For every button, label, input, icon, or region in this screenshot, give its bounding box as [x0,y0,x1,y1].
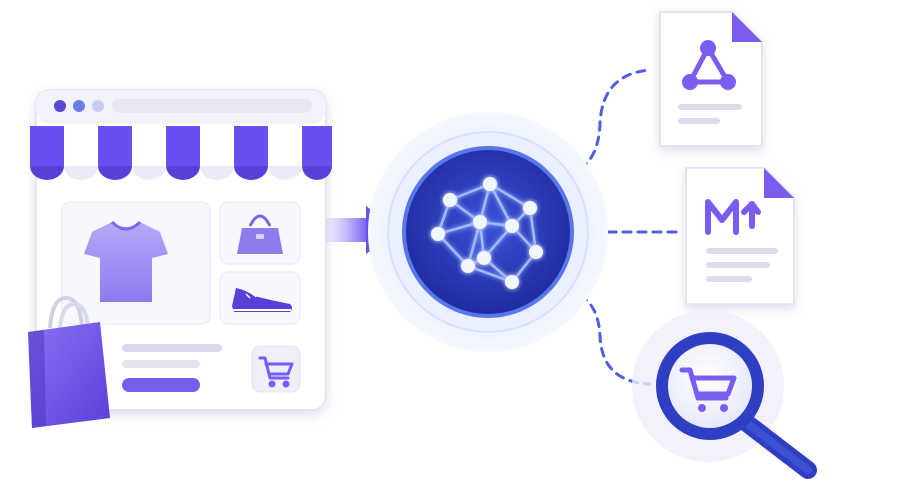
add-to-cart-button[interactable] [122,378,200,392]
network-hub [368,112,608,352]
shopping-cart-icon [258,356,294,388]
window-dot-2 [73,100,85,112]
window-dot-1 [54,100,66,112]
magnifier-cart-icon [632,310,817,479]
doc1-line-1 [678,104,742,110]
shopping-bag-icon [28,295,110,428]
tshirt-icon [84,220,168,302]
sneaker-icon [232,288,292,312]
text-placeholder-1 [122,344,222,352]
cart-wheel-right [720,404,728,412]
text-placeholder-2 [122,360,200,368]
doc2-line-2 [706,262,770,268]
search-cart-icon [679,367,737,401]
cart-card [251,345,301,393]
doc1-line-2 [678,118,720,124]
graph-nodes [682,40,736,90]
doc2-line-3 [706,276,752,282]
window-dot-3 [92,100,104,112]
markdown-m-icon [705,199,761,235]
window-address-bar [112,99,312,113]
graph-document-icon [659,11,763,147]
doc2-line-1 [706,248,778,254]
graph-triangle-icon [685,42,733,85]
handbag-icon [237,214,283,254]
storefront-icon [28,89,332,428]
striped-awning [30,126,332,180]
markdown-document-icon [685,167,795,305]
network-graph-icon [431,177,543,289]
cart-wheel-left [698,404,706,412]
